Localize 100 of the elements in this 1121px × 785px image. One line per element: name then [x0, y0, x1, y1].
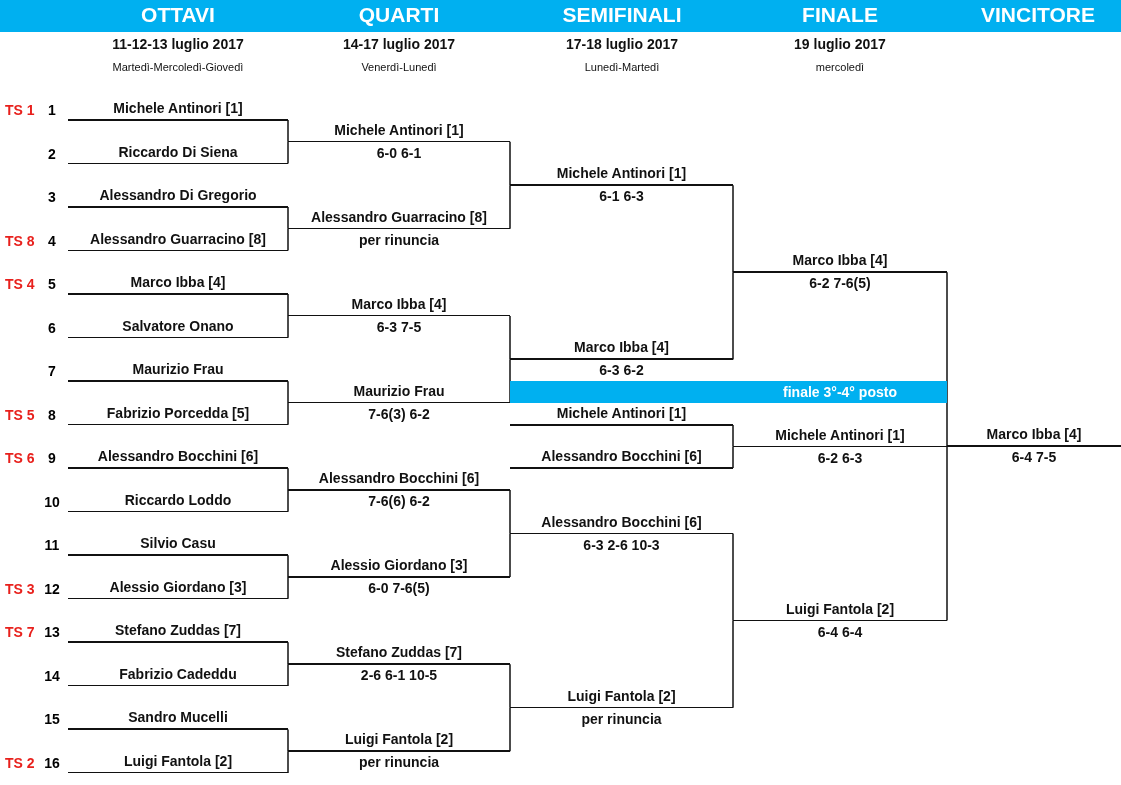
- draw-number: 2: [47, 145, 57, 162]
- draw-number: 6: [47, 319, 57, 336]
- match-score: 6-3 6-2: [598, 362, 645, 379]
- bracket-connector: [287, 380, 289, 404]
- player-name: Alessandro Guarracino [8]: [89, 230, 267, 247]
- date-text: 14-17 luglio 2017: [341, 36, 457, 52]
- player-name: Marco Ibba [4]: [129, 274, 227, 291]
- bracket-connector: [287, 228, 289, 252]
- seed-label: TS 7: [5, 624, 35, 641]
- date-text: 17-18 luglio 2017: [564, 36, 680, 52]
- seed-label: TS 4: [5, 276, 35, 293]
- match-score: 6-4 7-5: [1010, 449, 1058, 466]
- player-name: Riccardo Loddo: [123, 491, 233, 508]
- seed-label: TS 6: [5, 450, 35, 467]
- seed-label: TS 3: [5, 580, 35, 597]
- player-name: Alessio Giordano [3]: [108, 578, 248, 595]
- player-name: Michele Antinori [1]: [112, 100, 244, 116]
- bracket-connector: [287, 141, 289, 165]
- match-score: per rinuncia: [357, 754, 441, 771]
- player-name: Fabrizio Porcedda [5]: [105, 404, 251, 421]
- player-name: Salvatore Onano: [121, 317, 235, 334]
- bracket-connector: [509, 532, 511, 578]
- player-name: Marco Ibba [4]: [573, 339, 670, 356]
- bracket-connector: [509, 663, 511, 709]
- draw-number: 1: [47, 102, 57, 118]
- player-name: Maurizio Frau: [352, 382, 446, 399]
- draw-number: 4: [47, 232, 57, 249]
- player-name: Alessio Giordano [3]: [329, 557, 469, 574]
- bracket-connector: [509, 315, 511, 361]
- match-score: 6-3 2-6 10-3: [582, 536, 661, 553]
- bracket-connector: [509, 141, 511, 187]
- player-name: Michele Antinori [1]: [774, 426, 906, 443]
- bracket-connector: [509, 184, 511, 230]
- player-name: Michele Antinori [1]: [555, 165, 688, 182]
- match-score: 6-1 6-3: [598, 188, 645, 205]
- bracket-connector: [287, 641, 289, 665]
- player-name: Marco Ibba [4]: [350, 295, 448, 312]
- third-place-banner: [510, 381, 947, 403]
- bracket-connector: [946, 445, 948, 622]
- player-name: Michele Antinori [1]: [555, 405, 688, 421]
- player-name: Alessandro Bocchini [6]: [540, 448, 703, 464]
- player-name: Luigi Fantola [2]: [122, 752, 234, 769]
- match-score: 7-6(3) 6-2: [367, 405, 431, 422]
- player-name: Luigi Fantola [2]: [566, 687, 677, 704]
- draw-number: 15: [43, 711, 61, 728]
- round-heading: FINALE: [801, 3, 879, 27]
- bracket-connector: [287, 315, 289, 339]
- draw-number: 3: [47, 189, 57, 206]
- round-heading: OTTAVI: [140, 3, 216, 27]
- player-name: Michele Antinori [1]: [333, 121, 465, 138]
- bracket-connector: [732, 184, 734, 274]
- player-name: Alessandro Bocchini [6]: [96, 448, 260, 465]
- bracket-connector: [732, 619, 734, 709]
- match-score: 6-2 7-6(5): [808, 275, 872, 292]
- date-text: 19 luglio 2017: [793, 36, 887, 52]
- match-score: 6-3 7-5: [375, 318, 423, 335]
- bracket-connector: [287, 489, 289, 513]
- match-score: 6-0 6-1: [375, 144, 423, 161]
- draw-number: 14: [43, 667, 61, 684]
- player-name: Marco Ibba [4]: [985, 426, 1083, 443]
- weekday-text: Venerdì-Lunedì: [360, 61, 438, 73]
- player-name: Luigi Fantola [2]: [343, 731, 455, 748]
- player-name: Riccardo Di Siena: [117, 143, 239, 160]
- bracket-connector: [509, 489, 511, 535]
- player-name: Silvio Casu: [139, 535, 217, 552]
- bracket-connector: [287, 293, 289, 317]
- bracket-connector: [287, 750, 289, 774]
- bracket-connector: [732, 532, 734, 622]
- bracket-connector: [287, 728, 289, 752]
- date-text: 11-12-13 luglio 2017: [111, 36, 245, 52]
- match-score: 2-6 6-1 10-5: [359, 667, 439, 684]
- player-name: Sandro Mucelli: [127, 709, 229, 726]
- weekday-text: Martedì-Mercoledì-Giovedì: [111, 61, 245, 73]
- weekday-text: Lunedì-Martedì: [583, 61, 661, 73]
- bracket-connector: [509, 706, 511, 752]
- player-name: Alessandro Di Gregorio: [98, 187, 258, 204]
- player-name: Stefano Zuddas [7]: [114, 622, 242, 639]
- bracket-connector: [287, 663, 289, 687]
- round-heading: VINCITORE: [980, 3, 1096, 27]
- match-score: 6-4 6-4: [816, 623, 864, 640]
- player-name: Alessandro Bocchini [6]: [540, 513, 703, 530]
- match-score: 6-0 7-6(5): [367, 580, 431, 597]
- player-name: Marco Ibba [4]: [791, 252, 889, 269]
- seed-label: TS 5: [5, 406, 35, 423]
- draw-number: 12: [43, 580, 61, 597]
- bracket-connector: [287, 402, 289, 426]
- bracket-connector: [732, 445, 734, 469]
- bracket-connector: [287, 119, 289, 143]
- seed-label: TS 1: [5, 102, 35, 118]
- draw-number: 11: [43, 537, 61, 554]
- bracket-connector: [287, 467, 289, 491]
- bracket-connector: [287, 554, 289, 578]
- round-heading: QUARTI: [357, 3, 441, 27]
- bracket-connector: [732, 424, 734, 448]
- bracket-connector: [287, 576, 289, 600]
- match-score: 7-6(6) 6-2: [367, 493, 431, 509]
- round-heading: SEMIFINALI: [561, 3, 683, 27]
- seed-label: TS 8: [5, 232, 35, 249]
- draw-number: 10: [43, 493, 61, 510]
- player-name: Luigi Fantola [2]: [784, 600, 896, 617]
